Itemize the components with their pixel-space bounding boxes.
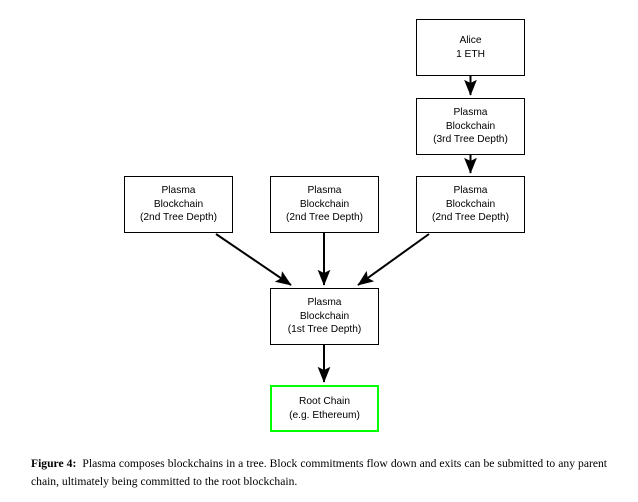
root-chain-eg-prefix: (e. bbox=[289, 409, 301, 421]
node-root-chain[interactable]: Root Chain (e.g. Ethereum) bbox=[270, 385, 379, 432]
node-plasma-depth1-line-3: (1st Tree Depth) bbox=[287, 324, 362, 336]
node-plasma-depth2-left-line-1: Plasma bbox=[161, 185, 196, 197]
node-alice[interactable]: Alice 1 ETH bbox=[416, 19, 525, 76]
node-plasma-depth2-middle[interactable]: Plasma Blockchain (2nd Tree Depth) bbox=[270, 176, 379, 233]
node-plasma-depth1[interactable]: Plasma Blockchain (1st Tree Depth) bbox=[270, 288, 379, 345]
node-plasma-depth3-line-1: Plasma bbox=[453, 107, 488, 119]
node-plasma-depth2-right[interactable]: Plasma Blockchain (2nd Tree Depth) bbox=[416, 176, 525, 233]
root-chain-eg-bold: g. bbox=[301, 409, 310, 421]
figure-caption: Figure 4: Plasma composes blockchains in… bbox=[31, 455, 607, 490]
node-plasma-depth2-middle-line-2: Blockchain bbox=[299, 198, 350, 210]
node-alice-line-2: 1 ETH bbox=[456, 48, 485, 60]
node-plasma-depth2-left-line-2: Blockchain bbox=[153, 198, 204, 210]
node-plasma-depth3[interactable]: Plasma Blockchain (3rd Tree Depth) bbox=[416, 98, 525, 155]
node-root-chain-line-2: (e.g. Ethereum) bbox=[289, 409, 360, 422]
edge-depth2-right-to-depth1 bbox=[357, 233, 430, 286]
node-plasma-depth2-middle-line-1: Plasma bbox=[307, 185, 342, 197]
edge-depth2-left-to-depth1 bbox=[215, 233, 292, 286]
node-plasma-depth2-left[interactable]: Plasma Blockchain (2nd Tree Depth) bbox=[124, 176, 233, 233]
node-plasma-depth3-line-3: (3rd Tree Depth) bbox=[433, 134, 508, 146]
node-alice-line-1: Alice bbox=[459, 35, 482, 47]
figure-caption-label: Figure 4: bbox=[31, 457, 77, 470]
node-plasma-depth1-line-1: Plasma bbox=[307, 297, 342, 309]
node-plasma-depth2-right-line-2: Blockchain bbox=[445, 198, 496, 210]
figure-caption-text: Plasma composes blockchains in a tree. B… bbox=[31, 457, 608, 488]
plasma-tree-diagram: Alice 1 ETH Plasma Blockchain (3rd Tree … bbox=[124, 19, 525, 432]
node-plasma-depth2-right-line-3: (2nd Tree Depth) bbox=[431, 212, 509, 224]
node-plasma-depth2-left-line-3: (2nd Tree Depth) bbox=[139, 212, 217, 224]
node-plasma-depth2-middle-line-3: (2nd Tree Depth) bbox=[285, 212, 363, 224]
node-root-chain-line-1: Root Chain bbox=[299, 396, 350, 408]
node-plasma-depth2-right-line-1: Plasma bbox=[453, 185, 488, 197]
node-plasma-depth3-line-2: Blockchain bbox=[445, 120, 496, 132]
node-plasma-depth1-line-2: Blockchain bbox=[299, 310, 350, 322]
root-chain-eg-suffix: Ethereum) bbox=[309, 409, 360, 421]
